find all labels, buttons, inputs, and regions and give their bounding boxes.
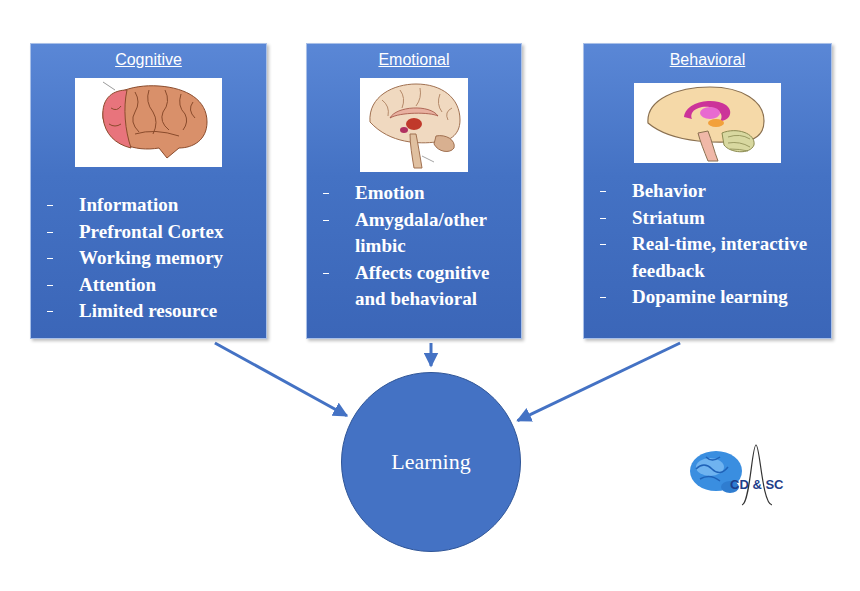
bullet-text: Affects cognitive and behavioral: [355, 260, 515, 313]
bullet-item: Striatum: [584, 205, 831, 232]
bullet-text: Real-time, interactive feedback: [632, 231, 825, 284]
bullet-item: Behavior: [584, 178, 831, 205]
circle-label: Learning: [391, 449, 470, 475]
bullet-text: Attention: [79, 272, 260, 299]
bullet-dash: [600, 191, 606, 192]
box-heading: Behavioral: [584, 50, 831, 70]
logo-text: CD & SC: [730, 477, 783, 493]
bullet-item: Working memory: [31, 245, 266, 272]
bullet-dash: [323, 220, 329, 221]
bullet-item: Limited resource: [31, 298, 266, 325]
bullet-item: Real-time, interactive feedback: [584, 231, 831, 284]
bullet-item: Emotion: [307, 180, 521, 207]
image-slot: [307, 70, 521, 180]
bullet-text: Limited resource: [79, 298, 260, 325]
flow-arrow: [215, 343, 347, 416]
bullet-item: Prefrontal Cortex: [31, 219, 266, 246]
logo-graphic: [686, 437, 818, 513]
bullet-text: Prefrontal Cortex: [79, 219, 260, 246]
outcome-circle: Learning: [341, 372, 521, 552]
bullet-dash: [47, 232, 53, 233]
bullet-dash: [600, 218, 606, 219]
bullet-item: Affects cognitive and behavioral: [307, 260, 521, 313]
bullet-dash: [47, 258, 53, 259]
brain-illustration: [75, 78, 222, 167]
bullet-text: Striatum: [632, 205, 825, 232]
bullet-item: Information: [31, 192, 266, 219]
bullet-text: Emotion: [355, 180, 515, 207]
bullet-dash: [323, 273, 329, 274]
flow-arrow: [518, 343, 681, 421]
brain-illustration: [634, 83, 781, 163]
bullet-text: Dopamine learning: [632, 284, 825, 311]
brain-illustration: [360, 78, 468, 172]
box-heading: Cognitive: [31, 50, 266, 70]
bullet-text: Behavior: [632, 178, 825, 205]
bullet-dash: [323, 193, 329, 194]
category-box: Cognitive InformationPrefrontal CortexWo…: [30, 43, 267, 339]
image-slot: [31, 70, 266, 192]
category-box: Emotional EmotionAmygdala/other limbicAf…: [306, 43, 522, 339]
bullet-dash: [600, 244, 606, 245]
bullet-dash: [47, 205, 53, 206]
bullet-text: Amygdala/other limbic: [355, 207, 515, 260]
bullet-item: Dopamine learning: [584, 284, 831, 311]
bullet-text: Information: [79, 192, 260, 219]
box-heading: Emotional: [307, 50, 521, 70]
image-slot: [584, 70, 831, 178]
bullet-dash: [47, 285, 53, 286]
bullet-item: Amygdala/other limbic: [307, 207, 521, 260]
bullet-text: Working memory: [79, 245, 260, 272]
bullet-dash: [600, 297, 606, 298]
flow-arrow: [430, 343, 433, 366]
category-box: Behavioral BehaviorStriatumReal-time, in…: [583, 43, 832, 339]
bullet-item: Attention: [31, 272, 266, 299]
bullet-dash: [47, 311, 53, 312]
